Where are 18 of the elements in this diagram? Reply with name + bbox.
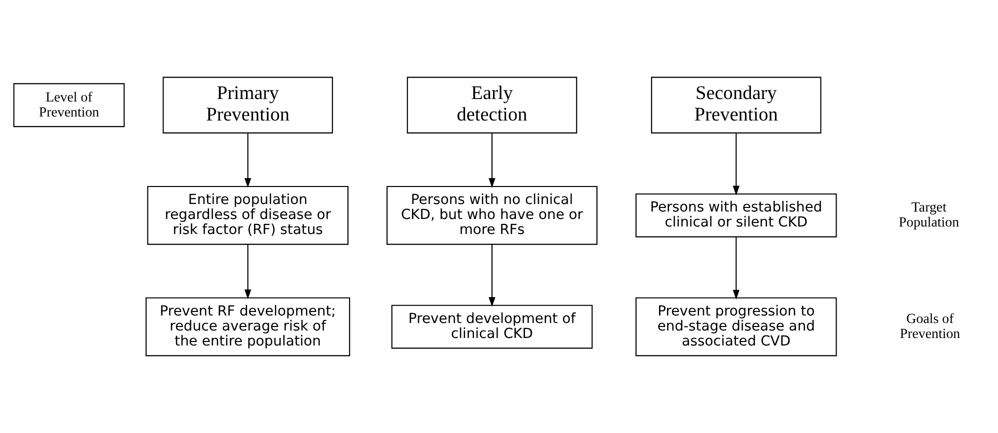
node-box: Prevent development of clinical CKD [390,304,592,349]
arrow [732,237,740,300]
node-box: Prevent RF development; reduce average risk of the entire population [145,297,350,356]
arrow [732,133,740,196]
node-box: Secondary Prevention [650,76,821,134]
node-box: Primary Prevention [162,76,332,134]
arrow [488,244,495,307]
node-box: Early detection [406,76,577,134]
node-box: Persons with established clinical or silent CKD [635,193,836,238]
arrow [244,244,251,300]
arrow [488,133,495,188]
node-box: Level of Prevention [12,83,124,128]
node-box: Entire population regardless of disease or risk factor (RF) status [146,186,348,245]
arrow [244,133,251,188]
node-box: Persons with no clinical CKD, but who have one or more RFs [386,186,597,245]
label: Target Population [898,200,959,231]
label: Goals of Prevention [899,312,960,342]
node-box: Prevent progression to end-stage disease and associated CVD [635,297,836,356]
